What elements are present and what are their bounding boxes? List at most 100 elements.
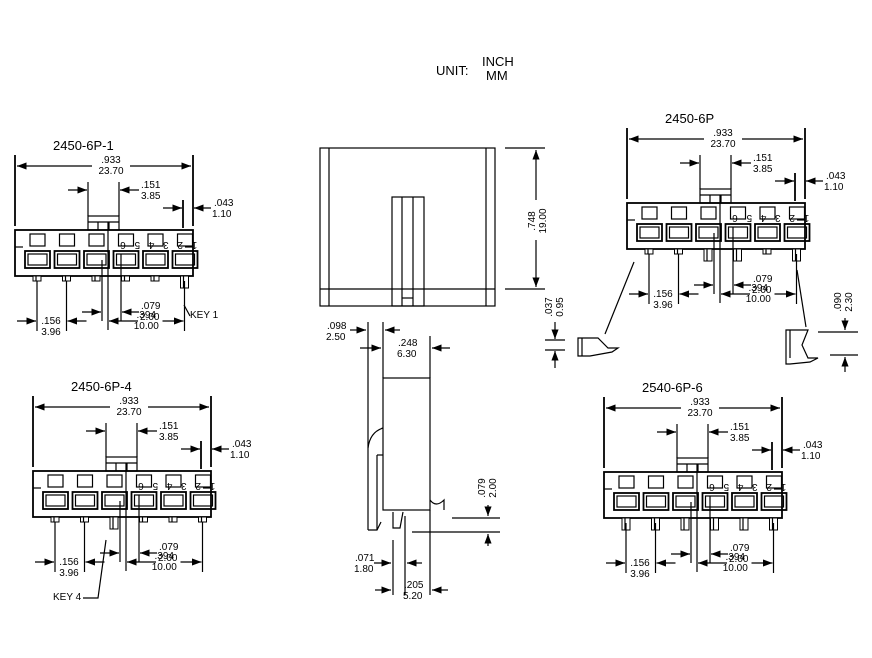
pin-number: 2 <box>789 212 795 223</box>
pin-number: 6 <box>732 212 738 223</box>
pin-number: 5 <box>152 480 158 491</box>
pitch-dim-mm: 3.96 <box>630 569 650 580</box>
pin-cavity <box>636 223 663 242</box>
upper-window <box>165 474 182 488</box>
pin <box>644 248 654 255</box>
key-offset-dim-mm: 2.00 <box>729 554 749 565</box>
pin-cavity <box>642 492 670 511</box>
base-dim-mm: 5.20 <box>403 591 423 602</box>
upper-window <box>147 233 164 247</box>
pin <box>680 517 690 531</box>
overall-dim-in: .933 <box>119 396 139 407</box>
view-title: 2450-6P <box>665 111 714 126</box>
latch-dim-mm: 3.85 <box>753 164 773 175</box>
upper-window <box>736 475 753 489</box>
pin <box>733 248 742 262</box>
upper-window <box>88 233 105 247</box>
latch-block <box>676 457 709 473</box>
pin-number: 3 <box>181 480 187 491</box>
upper-window <box>641 206 658 220</box>
unit-legend: UNIT: INCH MM <box>436 54 514 83</box>
pin-number: 3 <box>775 212 781 223</box>
upper-window <box>759 206 776 220</box>
base-dim-in: .205 <box>404 580 424 591</box>
latch-block <box>699 188 732 204</box>
overall-dim-in: .933 <box>101 155 121 166</box>
overall-dim-mm: 23.70 <box>98 166 123 177</box>
span-dim-mm: 10.00 <box>746 294 771 305</box>
side-dim-in: .043 <box>214 198 234 209</box>
pin-number: 2 <box>177 239 183 250</box>
pin-number: 6 <box>709 481 715 492</box>
pin <box>50 516 60 523</box>
key-height-in: .090 <box>833 292 844 312</box>
view-title: 2450-6P-1 <box>53 138 114 153</box>
side-dim-in: .043 <box>232 439 252 450</box>
upper-window <box>194 474 212 488</box>
pin <box>62 275 71 282</box>
pin-cavity <box>101 491 128 510</box>
key-label: KEY 4 <box>53 592 82 603</box>
latch-block <box>105 456 138 472</box>
span-dim-in: .394 <box>749 283 769 294</box>
pin-cavity <box>760 492 788 511</box>
span-dim-in: .394 <box>726 552 746 563</box>
side-dim-in: .043 <box>803 440 823 451</box>
depth-dim-mm: 6.30 <box>397 349 417 360</box>
lip-dim-mm: 1.80 <box>354 564 374 575</box>
side-dim-in: .043 <box>826 171 846 182</box>
upper-window <box>670 206 688 220</box>
upper-window <box>176 233 194 247</box>
overall-dim-in: .933 <box>713 128 733 139</box>
key-offset-dim-mm: 2.00 <box>752 285 772 296</box>
pin-number: 3 <box>752 481 758 492</box>
key-offset-dim-in: .079 <box>730 543 750 554</box>
pin-number: 6 <box>138 480 144 491</box>
latch-dim-in: .151 <box>159 421 179 432</box>
pin-cavity <box>189 491 217 510</box>
upper-window <box>117 233 135 247</box>
unit-primary: INCH <box>482 54 514 69</box>
span-dim-in: .394 <box>137 310 157 321</box>
depth-dim-in: .248 <box>398 338 418 349</box>
pin-number: 1 <box>209 480 215 491</box>
span-dim-mm: 10.00 <box>152 562 177 573</box>
overall-dim-mm: 23.70 <box>116 407 141 418</box>
section-body <box>382 377 431 511</box>
pin-number: 1 <box>191 239 197 250</box>
pitch-dim-in: .156 <box>59 557 79 568</box>
pin-cavity <box>42 491 69 510</box>
pin-cavity <box>754 223 781 242</box>
view-title: 2450-6P-4 <box>71 379 132 394</box>
pin <box>109 516 119 530</box>
pin <box>198 516 207 523</box>
connector-body <box>626 202 806 250</box>
pin-number: 6 <box>120 239 126 250</box>
step-dim-mm: 2.00 <box>488 478 499 498</box>
unit-label: UNIT: <box>436 63 469 78</box>
wall-dim-in: .098 <box>327 321 347 332</box>
pin-number: 4 <box>148 239 154 250</box>
side-dim-mm: 1.10 <box>212 209 232 220</box>
pin-cavity <box>783 223 811 242</box>
latch-dim-in: .151 <box>141 180 161 191</box>
upper-window <box>729 206 747 220</box>
pin-number: 5 <box>134 239 140 250</box>
upper-window <box>135 474 153 488</box>
height-dim-in: .748 <box>527 211 538 231</box>
latch-dim-in: .151 <box>730 422 750 433</box>
pin-number: 5 <box>746 212 752 223</box>
pin-number: 4 <box>737 481 743 492</box>
pin-number: 1 <box>803 212 809 223</box>
latch-dim-in: .151 <box>753 153 773 164</box>
pin <box>703 248 713 262</box>
pin <box>674 248 683 255</box>
pin-cavity <box>724 223 752 242</box>
upper-window <box>788 206 806 220</box>
pitch-dim-mm: 3.96 <box>41 327 61 338</box>
pin-cavity <box>71 491 99 510</box>
pitch-dim-mm: 3.96 <box>653 300 673 311</box>
key-offset-dim-in: .079 <box>159 542 179 553</box>
